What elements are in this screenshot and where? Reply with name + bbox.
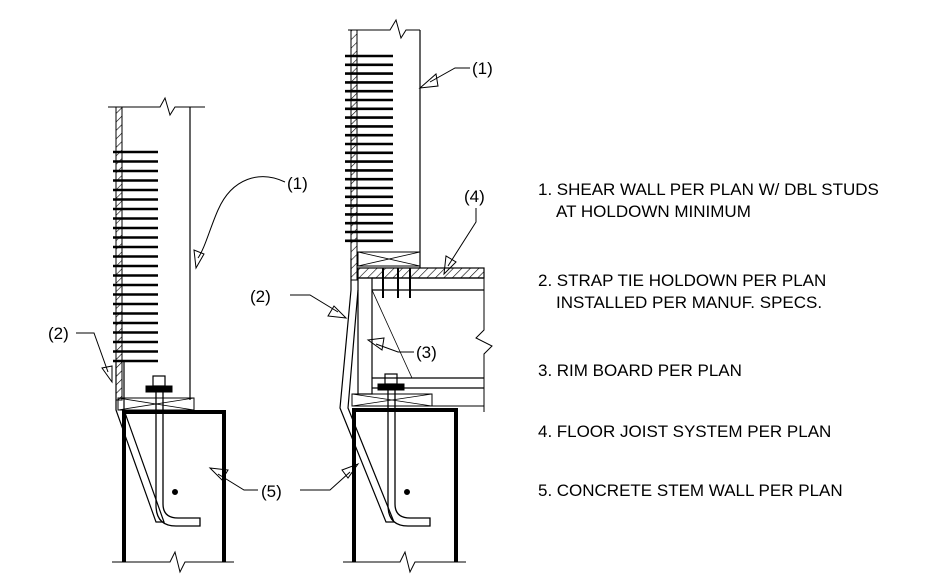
callout-right-2: (2) xyxy=(250,287,271,306)
left-detail xyxy=(108,96,234,574)
right-anchor-washer xyxy=(377,383,405,391)
left-anchor-nut xyxy=(152,375,166,387)
right-detail xyxy=(339,18,493,574)
note-2-number: 2. xyxy=(538,271,553,290)
left-anchor-washer xyxy=(145,385,173,393)
right-bottom-break xyxy=(343,550,466,574)
note-1-line-2: AT HOLDOWN MINIMUM xyxy=(556,202,751,221)
note-3-number: 3. xyxy=(538,361,553,380)
note-2-line-2: INSTALLED PER MANUF. SPECS. xyxy=(556,293,823,312)
left-anchor-bolt xyxy=(155,392,201,527)
note-2-line-1: STRAP TIE HOLDOWN PER PLAN xyxy=(556,271,827,290)
left-stem-wall xyxy=(122,410,226,562)
right-strap-tie xyxy=(339,258,395,523)
right-bottom-plate xyxy=(357,251,421,267)
note-3: 3. RIM BOARD PER PLAN xyxy=(538,360,742,382)
note-3-line-1: RIM BOARD PER PLAN xyxy=(556,361,742,380)
rim-board xyxy=(357,277,373,395)
left-strap-tie xyxy=(115,360,165,523)
subfloor xyxy=(357,267,485,279)
callout-5: (5) xyxy=(261,482,282,501)
right-wall-break-line xyxy=(348,18,420,40)
note-5-line-1: CONCRETE STEM WALL PER PLAN xyxy=(556,481,843,500)
right-nail-row xyxy=(345,54,393,243)
right-rebar xyxy=(404,489,410,495)
note-2: 2. STRAP TIE HOLDOWN PER PLAN INSTALLED … xyxy=(538,270,826,314)
note-4: 4. FLOOR JOIST SYSTEM PER PLAN xyxy=(538,421,831,443)
left-wall-break-line xyxy=(108,96,205,117)
left-nail-row xyxy=(113,150,158,363)
left-rebar xyxy=(172,489,178,495)
note-4-number: 4. xyxy=(538,422,553,441)
right-sill-plate xyxy=(351,393,433,407)
right-sheathing xyxy=(350,29,358,281)
joist-break-line xyxy=(475,278,493,412)
note-5: 5. CONCRETE STEM WALL PER PLAN xyxy=(538,480,843,502)
callout-left-2: (2) xyxy=(48,324,69,343)
right-anchor-bolt xyxy=(387,390,431,527)
left-bottom-break xyxy=(112,550,234,574)
note-1-number: 1. xyxy=(538,180,553,199)
leader-lines xyxy=(76,67,477,491)
note-1: 1. SHEAR WALL PER PLAN W/ DBL STUDS AT H… xyxy=(538,179,879,223)
callout-left-1: (1) xyxy=(287,174,308,193)
note-1-line-1: SHEAR WALL PER PLAN W/ DBL STUDS xyxy=(556,180,879,199)
right-anchor-nut xyxy=(384,373,398,385)
callout-right-1: (1) xyxy=(472,59,493,78)
note-4-line-1: FLOOR JOIST SYSTEM PER PLAN xyxy=(556,422,832,441)
right-stem-wall xyxy=(352,408,458,562)
callout-4: (4) xyxy=(464,187,485,206)
note-5-number: 5. xyxy=(538,481,553,500)
callout-3: (3) xyxy=(416,343,437,362)
